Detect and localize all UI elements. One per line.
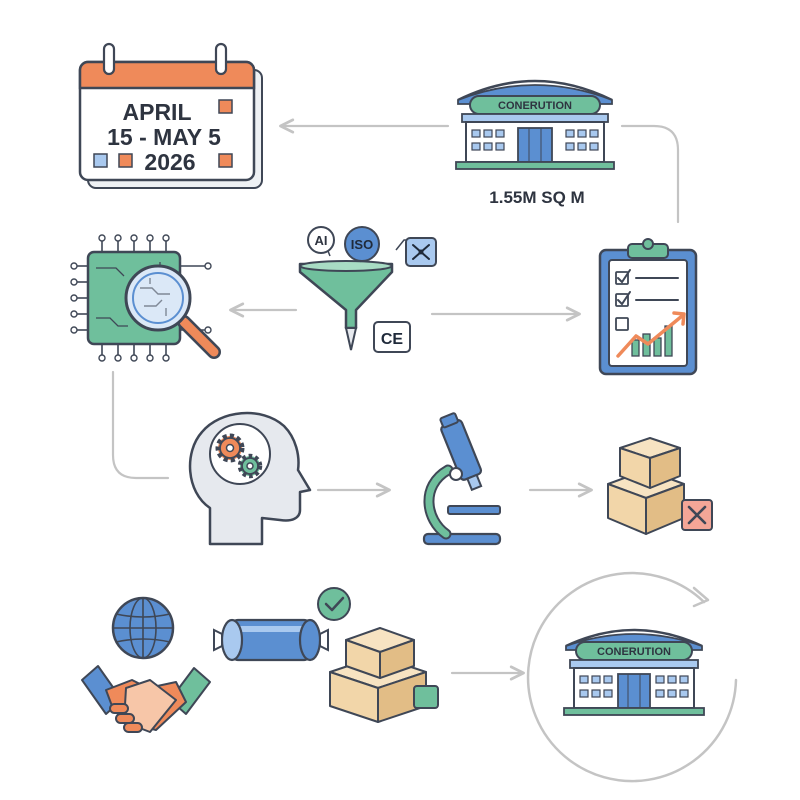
ai-badge-label: AI — [315, 233, 328, 248]
box-icon — [619, 437, 681, 489]
venue-sign: CONERUTION — [498, 100, 572, 112]
rejected-boxes-icon — [607, 437, 713, 535]
convention-center-icon: CONERUTION — [563, 628, 705, 716]
cycle-arrow-icon — [526, 571, 738, 783]
gear-icon — [237, 453, 263, 479]
magnifier-icon — [124, 264, 221, 359]
reject-x-icon — [681, 499, 713, 531]
venue-sign-bottom: CONERUTION — [597, 646, 671, 658]
head-gears-icon — [188, 411, 312, 546]
clipboard-checklist-icon — [598, 238, 698, 376]
calendar-date-range: 15 - MAY 5 — [107, 124, 221, 150]
shipping-cylinder-icon — [213, 618, 329, 662]
funnel-icon — [298, 235, 412, 351]
gear-icon — [215, 433, 245, 463]
arrow-chip-to-head — [111, 370, 170, 480]
connectors — [111, 118, 680, 681]
box-icon — [345, 627, 415, 679]
ce-badge: CE — [373, 321, 411, 353]
compliance-mark-icon — [405, 237, 437, 267]
arrow-clipboard-to-venue — [620, 124, 680, 224]
iso-badge: ISO — [344, 226, 380, 262]
calendar-icon: APRIL 15 - MAY 5 2026 — [78, 42, 263, 189]
globe-icon — [111, 596, 175, 660]
venue-area: 1.55M SQ M — [489, 188, 584, 207]
iso-badge-label: ISO — [351, 237, 373, 252]
ai-badge: AI — [307, 226, 335, 254]
convention-center-icon: CONERUTION 1.55M SQ M — [455, 79, 615, 207]
microscope-icon — [422, 412, 502, 546]
calendar-year: 2026 — [144, 149, 195, 175]
package-boxes-icon — [329, 627, 439, 723]
handshake-icon — [81, 665, 211, 733]
checkmark-badge-icon — [317, 587, 351, 621]
calendar-month: APRIL — [123, 99, 192, 125]
ce-badge-label: CE — [381, 331, 404, 348]
